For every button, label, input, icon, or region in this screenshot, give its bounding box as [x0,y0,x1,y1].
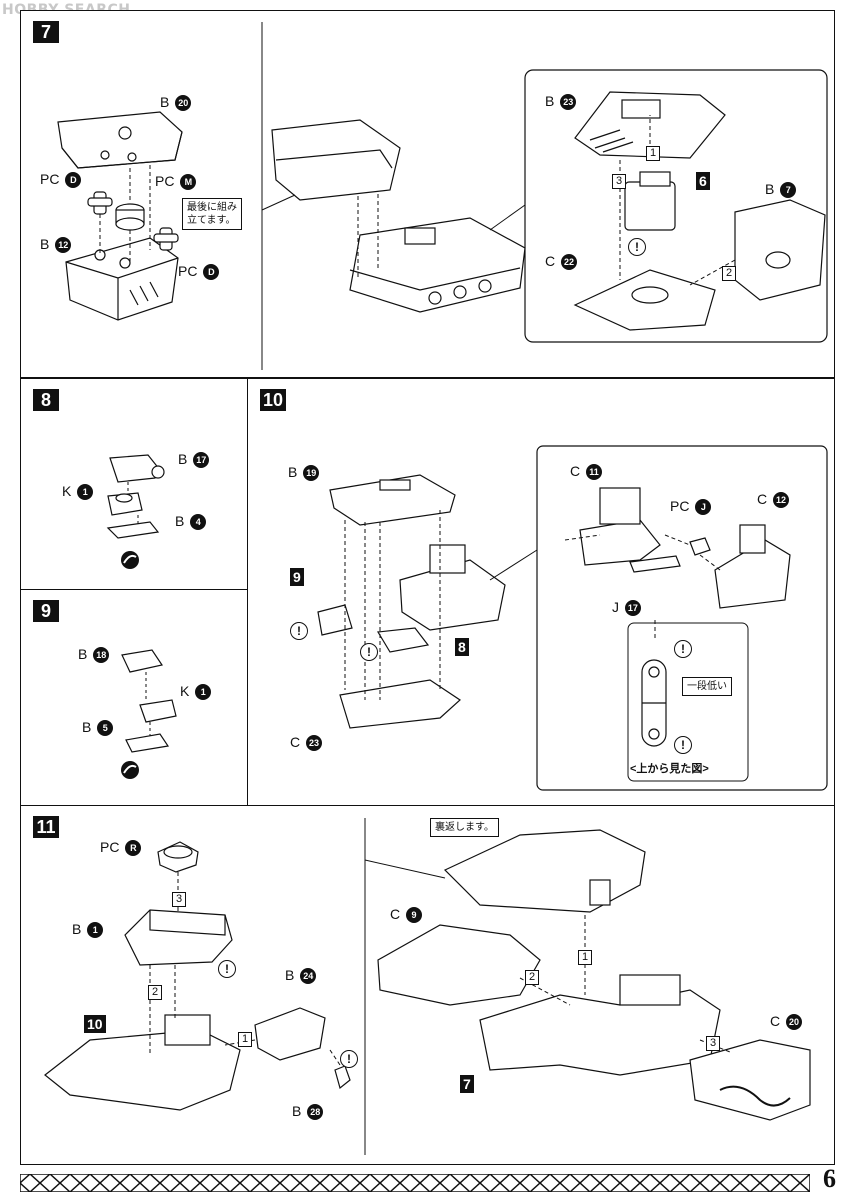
label-b18: B 18 [78,645,110,664]
footer-decoration [20,1174,810,1192]
part-pc-d-1 [87,191,113,215]
part-k1 [139,699,177,723]
part-top-flipped [443,829,646,913]
caution-icon: ! [360,643,378,661]
caption-view-from-top: <上から見た図> [630,763,709,775]
label-b1: B 1 [72,920,104,939]
order-3: 3 [612,174,627,189]
sub-assembly-8: 8 [455,638,469,656]
part-sub10 [44,1029,241,1111]
label-b28: B 28 [292,1102,324,1121]
label-b17: B 17 [178,450,210,469]
step-number: 7 [33,21,59,43]
caution-icon: ! [340,1050,358,1068]
part-pc-j [689,537,711,556]
page-number: 6 [823,1164,836,1193]
part-b1 [124,909,233,966]
part-sub8 [377,627,430,653]
part-c23 [339,679,461,729]
assembly-center [271,119,526,313]
part-b18 [121,649,163,673]
label-b7: B 7 [765,180,797,199]
part-j17 [629,555,681,573]
label-pc-m: PC M [155,172,197,191]
part-b23 [574,91,726,159]
order-1: 1 [578,950,593,965]
order-1: 1 [238,1032,253,1047]
label-pc-d: PC D [40,170,82,189]
label-c12: C 12 [757,490,790,509]
part-b20 [57,111,183,169]
label-j17: J 17 [612,598,641,617]
order-2: 2 [148,985,163,1000]
label-c23: C 23 [290,733,323,752]
part-b4 [106,521,160,539]
step-number: 11 [33,816,59,838]
label-pc-r: PC R [100,838,142,857]
order-2: 2 [722,266,737,281]
order-2: 2 [525,970,540,985]
caution-icon: ! [674,640,692,658]
part-right-assembly [399,559,506,631]
order-3: 3 [172,892,187,907]
part-pc-d-2 [153,227,179,251]
sub-assembly-10: 10 [84,1015,106,1033]
note-one-step-lower: 一段低い [682,677,732,696]
label-b23: B 23 [545,92,577,111]
label-k1: K 1 [180,682,212,701]
note-flip-over: 裏返します。 [430,818,499,837]
label-c20: C 20 [770,1012,803,1031]
label-c9: C 9 [390,905,423,924]
label-b20: B 20 [160,93,192,112]
part-b5 [125,733,170,753]
part-c20 [689,1039,811,1121]
caution-icon: ! [674,736,692,754]
part-6-block [624,171,676,231]
caution-icon: ! [628,238,646,256]
label-pc-d: PC D [178,262,220,281]
caution-icon: ! [218,960,236,978]
sub-assembly-9: 9 [290,568,304,586]
label-pc-j: PC J [670,497,712,516]
step-number: 9 [33,600,59,622]
note-assemble-last: 最後に組み 立てます。 [182,198,242,230]
part-main-body [479,989,721,1076]
order-3: 3 [706,1036,721,1051]
step-number: 10 [260,389,286,411]
caution-icon: ! [290,622,308,640]
label-c11: C 11 [570,462,603,481]
label-c22: C 22 [545,252,578,271]
step-number: 8 [33,389,59,411]
sub-assembly-6: 6 [696,172,710,190]
label-b4: B 4 [175,512,207,531]
label-b24: B 24 [285,966,317,985]
part-b24 [254,1007,326,1061]
label-b19: B 19 [288,463,320,482]
order-1: 1 [646,146,661,161]
label-b12: B 12 [40,235,72,254]
sub-assembly-7: 7 [460,1075,474,1093]
part-b7 [734,199,826,301]
part-c9 [377,924,541,1006]
label-b5: B 5 [82,718,114,737]
part-b28 [334,1065,351,1090]
label-k1: K 1 [62,482,94,501]
part-sub9 [317,604,353,636]
part-b19 [329,474,456,526]
part-pc-m [115,203,145,231]
part-c22 [573,269,716,331]
